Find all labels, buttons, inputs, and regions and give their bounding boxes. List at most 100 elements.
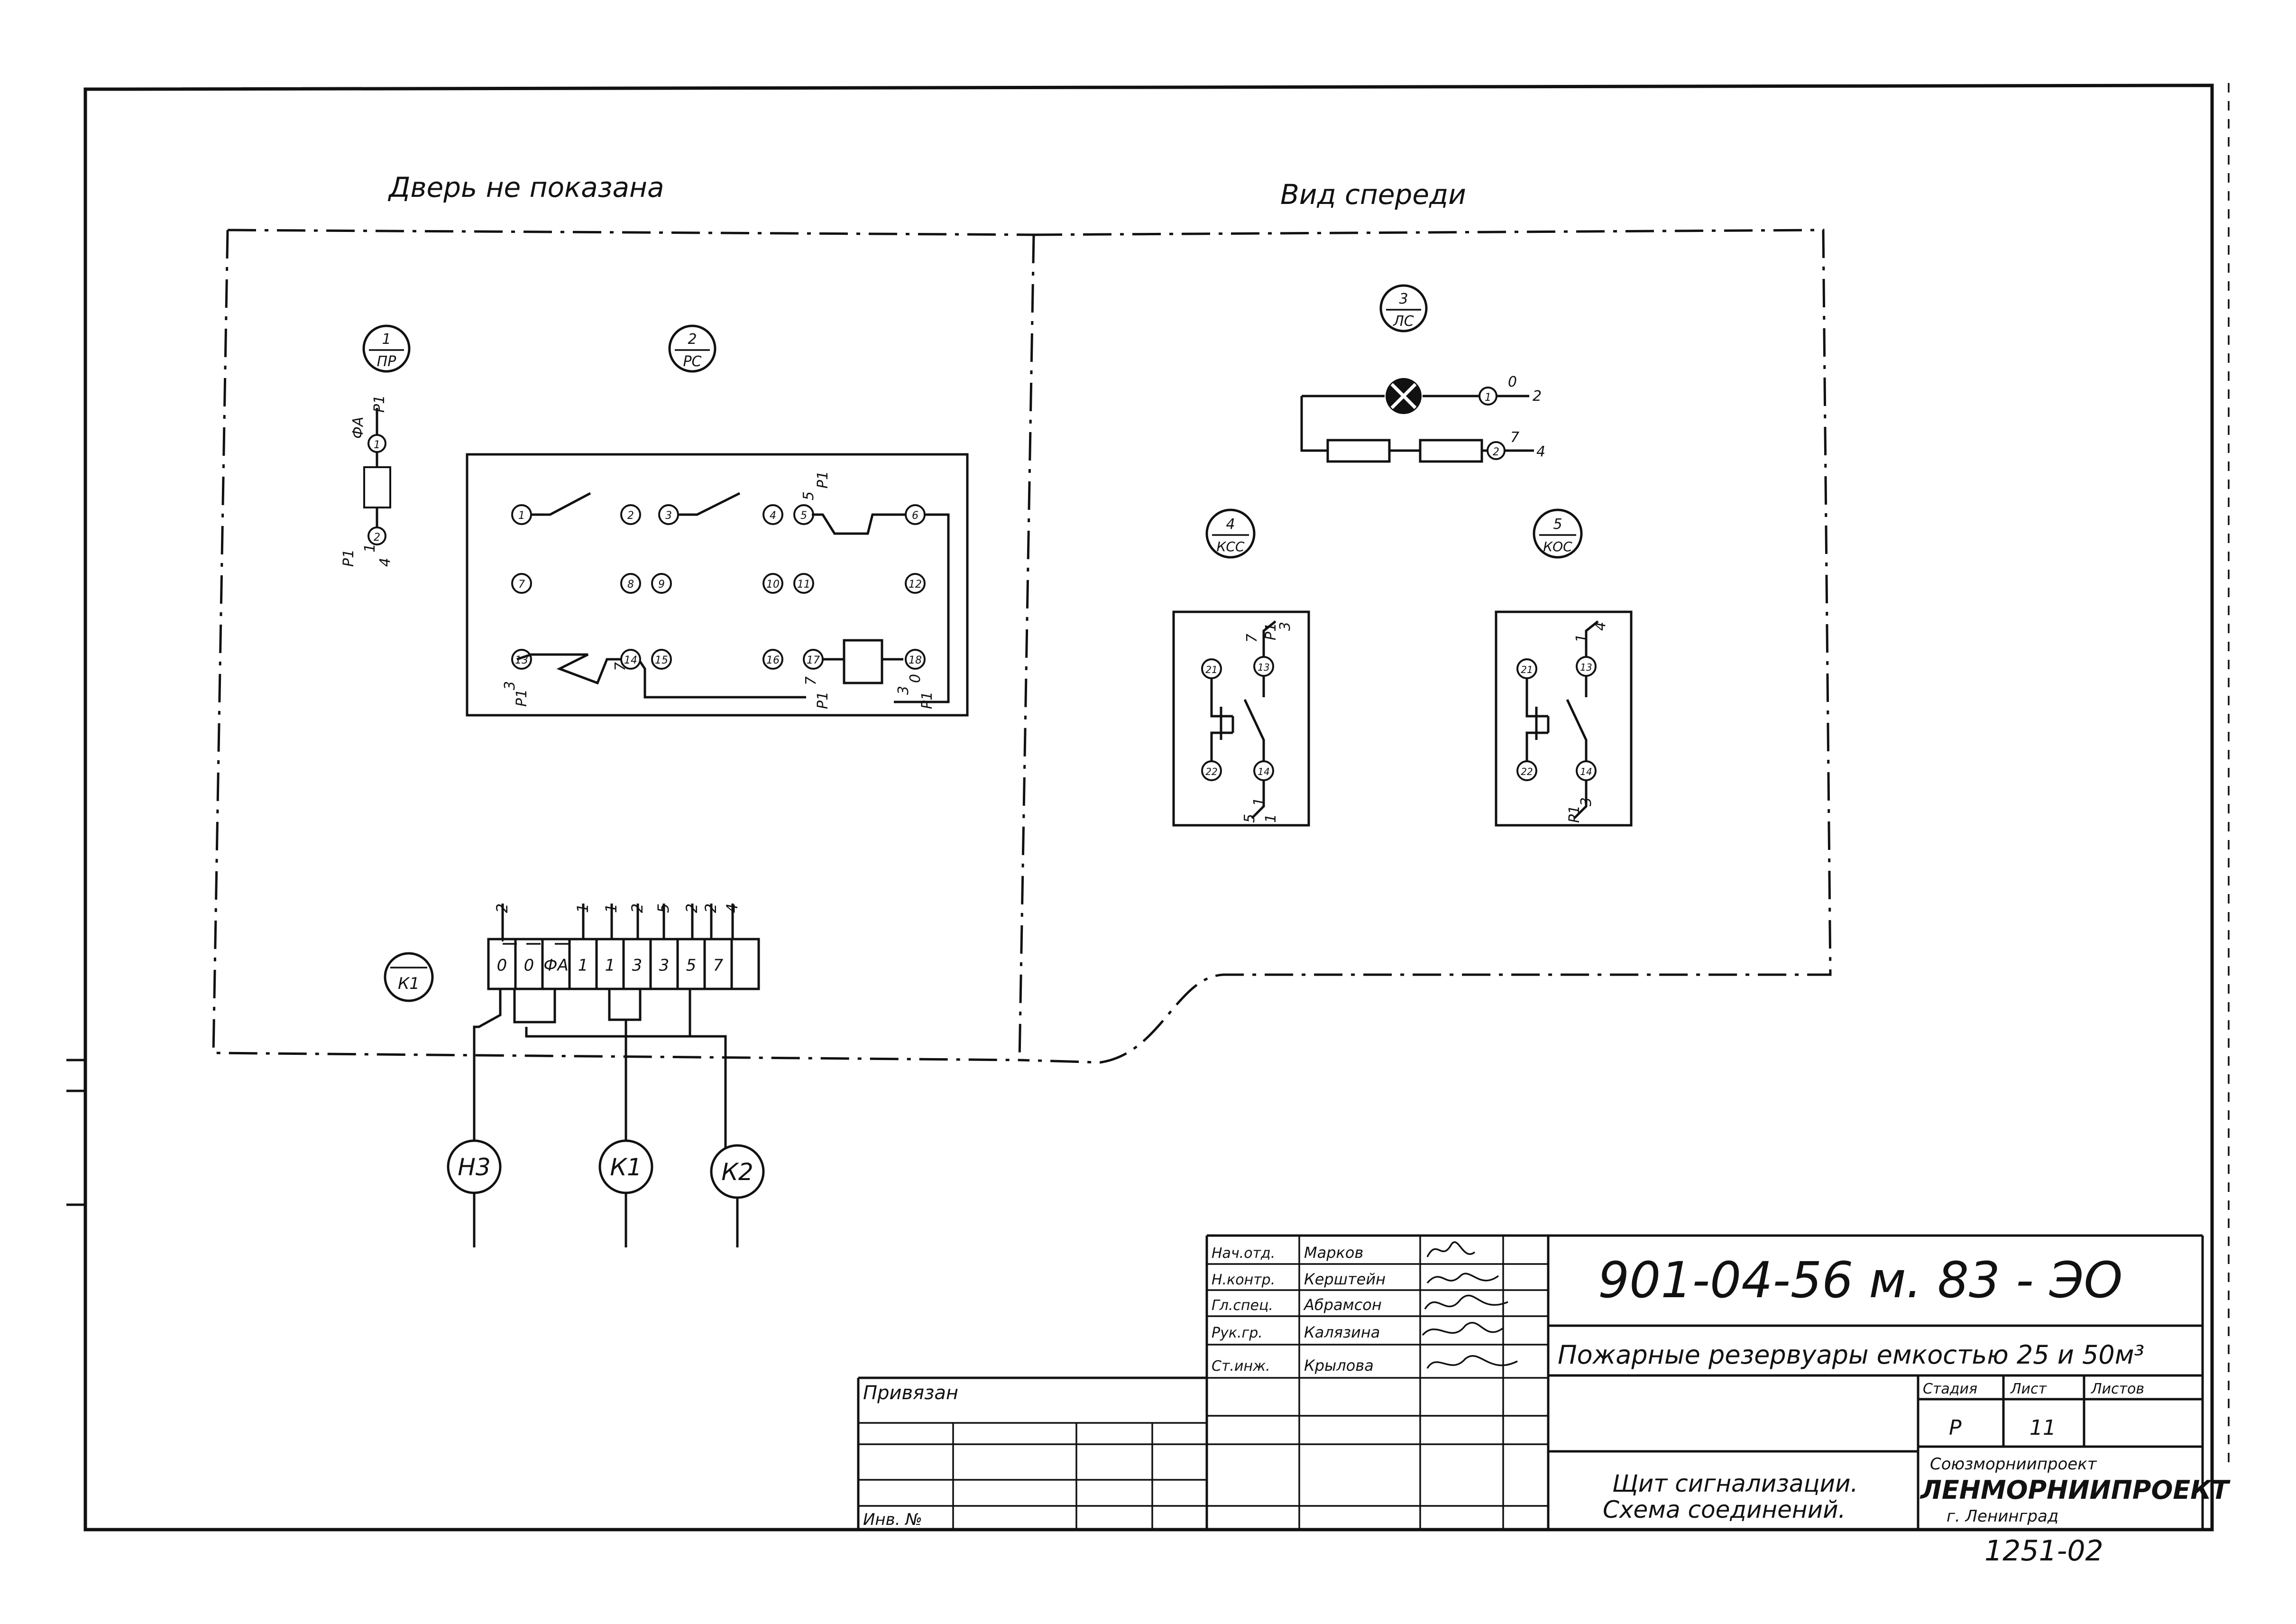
title-block-rows <box>858 1263 1548 1507</box>
archive-number: 1251-02 <box>1984 1534 2103 1568</box>
kss-terminal-13-label: 13 <box>1258 662 1269 673</box>
terminal-top-wire-label: 1 <box>574 904 592 913</box>
ls-wire-2-a: 7 <box>1510 429 1519 446</box>
rs-terminal-label: 11 <box>797 579 810 591</box>
device-rs-num: 2 <box>688 331 697 348</box>
pr-terminal-2-label: 2 <box>374 532 380 544</box>
cable-h3-bundle <box>473 989 502 1157</box>
kss-label-top-3: 3 <box>1277 622 1294 631</box>
project-title: Пожарные резервуары емкостью 25 и 50м³ <box>1558 1340 2144 1370</box>
terminal-top-wire-label: 2 <box>702 904 720 913</box>
terminal-cell-label: 5 <box>686 956 697 975</box>
rs-terminal-label: 14 <box>624 655 637 666</box>
terminal-top-wire-label: 1 <box>602 904 620 913</box>
terminal-cell-label: 3 <box>659 956 670 975</box>
device-ls: 3 ЛС 1 0 2 2 7 4 <box>1300 284 1545 463</box>
ls-terminal-1-label: 1 <box>1485 392 1491 404</box>
name-kershtein: Керштейн <box>1304 1270 1386 1288</box>
right-view-title: Вид спереди <box>1280 178 1466 211</box>
device-kss: 4 КСС 21 22 13 14 7 Р1 3 5 1 1 <box>1172 508 1310 827</box>
role-senior-eng: Ст.инж. <box>1212 1358 1270 1375</box>
pr-label-4: 4 <box>377 558 394 567</box>
left-panel-top <box>227 229 1035 237</box>
sheets-header: Листов <box>2091 1381 2144 1397</box>
rs-terminal-label: 5 <box>800 510 807 522</box>
rs-terminal-18 <box>905 649 926 670</box>
ls-resistor-2 <box>1419 439 1483 463</box>
rs-terminal-7 <box>511 573 532 594</box>
kos-label-top-1: 1 <box>1573 634 1590 643</box>
kss-no-contact <box>1243 676 1265 761</box>
device-pr-badge <box>362 324 411 373</box>
title-block-cols <box>952 1236 1504 1530</box>
terminal-top-wire-label: 2 <box>493 904 511 913</box>
terminal-cell-label: 7 <box>713 956 724 975</box>
organization-line-2: ЛЕНМОРНИИПРОЕКТ <box>1919 1475 2231 1505</box>
stage-header: Стадия <box>1923 1381 1977 1397</box>
terminal-jumpers <box>502 939 569 945</box>
stage-value: Р <box>1949 1416 1962 1440</box>
rs-label-17-7: 7 <box>803 676 819 685</box>
cable-marker-label: К2 <box>721 1158 753 1186</box>
pr-terminal-2 <box>367 526 386 545</box>
name-kalyazina: Калязина <box>1304 1323 1380 1341</box>
terminal-cell-label: ФА <box>543 956 569 975</box>
rs-label-18-0: 0 <box>907 674 924 683</box>
terminal-cell-label: 1 <box>578 956 588 975</box>
rs-label-13-3: 3 <box>502 681 518 690</box>
rs-terminal-4 <box>762 504 783 525</box>
pr-label-fa: ФА <box>350 417 367 439</box>
sheet-header: Лист <box>2010 1381 2048 1397</box>
ls-resistor-1 <box>1326 439 1391 463</box>
terminal-block-code: К1 <box>398 974 420 993</box>
role-group-lead: Рук.гр. <box>1212 1325 1263 1341</box>
rs-terminal-label: 10 <box>766 579 780 591</box>
rs-label-13-r1: Р1 <box>514 689 530 707</box>
rs-terminal-16 <box>762 649 783 670</box>
terminal-cell <box>730 938 760 990</box>
kos-label-bot-r1: Р1 <box>1566 805 1583 823</box>
rs-contact-3-4 <box>677 492 741 516</box>
pr-label-1: 1 <box>362 544 378 553</box>
kss-bot-wire <box>1251 780 1265 819</box>
rs-terminal-8 <box>620 573 641 594</box>
rs-relay-box <box>466 453 969 717</box>
terminal-top-wire-label: 2 <box>683 904 701 913</box>
kss-label-bot-1b: 1 <box>1263 814 1279 823</box>
rs-terminal-11 <box>793 573 814 594</box>
device-pr-code: ПР <box>377 353 397 370</box>
pr-label-r1-top: Р1 <box>371 395 388 413</box>
rs-terminal-label: 9 <box>658 579 665 591</box>
signature-5 <box>1426 1355 1518 1369</box>
cable-marker-label: К1 <box>610 1153 642 1181</box>
rs-terminal-label: 7 <box>518 579 525 591</box>
rs-label-5: 5 <box>800 491 817 500</box>
role-chief-spec: Гл.спец. <box>1212 1297 1273 1314</box>
kss-label-top-7: 7 <box>1244 634 1260 643</box>
kos-no-contact <box>1566 676 1588 761</box>
kss-label-top-r1: Р1 <box>1263 623 1279 640</box>
rs-terminal-label: 1 <box>518 510 525 522</box>
right-panel-outline <box>1019 229 1832 1064</box>
rs-wire-14-17 <box>639 661 806 699</box>
role-norm-control: Н.контр. <box>1212 1272 1275 1288</box>
cable-h3-clamp <box>513 987 556 1024</box>
sheet-value: 11 <box>2030 1416 2056 1440</box>
pr-terminal-1-label: 1 <box>374 439 380 451</box>
device-rs-badge <box>668 324 716 373</box>
device-rs-code: РС <box>683 353 701 370</box>
terminal-top-wire-label: 2 <box>628 904 646 913</box>
device-pr: 1 ПР 1 2 ФА Р1 Р1 1 4 <box>340 324 411 567</box>
terminal-cell-label: 3 <box>632 956 643 975</box>
name-markov: Марков <box>1304 1244 1363 1262</box>
terminal-top-wire-label: 4 <box>723 904 741 913</box>
device-kos-num: 5 <box>1553 516 1562 533</box>
title-block-outline <box>857 1234 2203 1530</box>
rs-contact-1-2 <box>530 492 591 516</box>
rs-terminal-label: 2 <box>627 510 634 522</box>
ls-wire-2-b: 4 <box>1536 443 1545 460</box>
kss-top-wire <box>1262 620 1277 657</box>
